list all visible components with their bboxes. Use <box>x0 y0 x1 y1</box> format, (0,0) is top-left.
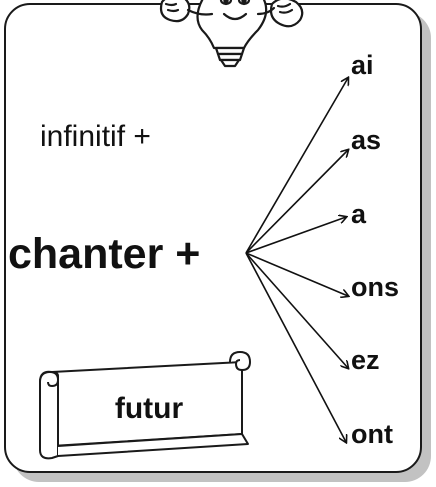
lightbulb-mascot-icon <box>159 0 304 68</box>
example-verb-label: chanter + <box>8 230 201 278</box>
ending-label: ez <box>351 345 380 375</box>
ending-label: ont <box>351 419 393 449</box>
tense-label: futur <box>114 392 184 425</box>
parchment-scroll-icon <box>39 351 251 460</box>
ending-label: a <box>351 199 367 229</box>
infinitive-formula-label: infinitif + <box>40 120 151 153</box>
ending-label: as <box>351 125 382 155</box>
ending-label: ons <box>351 272 400 302</box>
ending-label: ai <box>351 50 374 80</box>
